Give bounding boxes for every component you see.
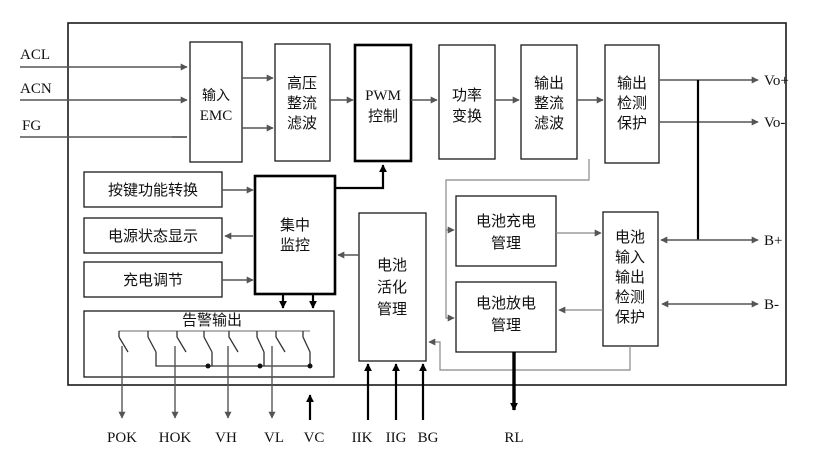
- control-arrows: [222, 164, 387, 309]
- switch-vh: [228, 331, 265, 366]
- hv-rectifier-line1: 高压: [287, 74, 317, 92]
- pwm-line1: PWM: [365, 88, 401, 104]
- output-protect-line1: 输出: [617, 74, 647, 92]
- hok-label: HOK: [159, 430, 192, 446]
- alarm-output-label: 告警输出: [182, 311, 242, 329]
- hv-rectifier-block: [274, 43, 331, 162]
- battery-charge-line1: 电池充电: [476, 212, 536, 230]
- junction-dot-3: [307, 363, 313, 369]
- hv-rectifier-line3: 滤波: [287, 114, 317, 132]
- b-plus-label: B+: [764, 233, 782, 249]
- power-conversion-block: [438, 44, 496, 160]
- battery-discharge-line1: 电池放电: [476, 294, 536, 312]
- input-emc-line1: 输入: [202, 88, 230, 104]
- hv-rectifier-line2: 整流: [287, 94, 317, 112]
- charge-adjust-label: 充电调节: [123, 271, 183, 289]
- acl-label: ACL: [20, 47, 50, 63]
- junction-dot-1: [205, 363, 211, 369]
- output-rectifier-block: [520, 44, 578, 160]
- bottom-alarm-signals: POK HOK VH VL VC: [107, 346, 324, 446]
- pok-label: POK: [107, 430, 137, 446]
- rl-label: RL: [504, 430, 523, 446]
- vc-label: VC: [304, 430, 325, 446]
- central-monitor-block: [253, 174, 337, 296]
- battery-io-protect-line5: 保护: [615, 308, 645, 326]
- switch-pok: [118, 331, 310, 367]
- battery-io-protect-line3: 输出: [615, 268, 645, 286]
- battery-io-protect-line2: 输入: [615, 248, 645, 266]
- battery-discharge-block: [455, 281, 557, 353]
- battery-activate-line2: 活化: [377, 278, 407, 296]
- power-conversion-line2: 变换: [452, 107, 482, 125]
- output-protect-line3: 保护: [617, 114, 647, 132]
- central-monitor-line1: 集中: [280, 216, 310, 234]
- output-protect-block: [604, 44, 660, 164]
- input-emc-block: [189, 41, 243, 163]
- battery-activate-block: [358, 212, 427, 362]
- bg-label: BG: [418, 430, 439, 446]
- battery-discharge-line2: 管理: [491, 316, 521, 334]
- b-minus-label: B-: [764, 297, 779, 313]
- battery-activate-line3: 管理: [377, 300, 407, 318]
- key-switch-block: [83, 171, 223, 208]
- iik-label: IIK: [352, 430, 373, 446]
- central-monitor-line2: 监控: [280, 236, 310, 254]
- battery-io-protect-line1: 电池: [615, 228, 645, 246]
- status-display-label: 电源状态显示: [108, 227, 198, 245]
- output-protect-line2: 检测: [617, 94, 647, 112]
- battery-connections: RL: [428, 159, 631, 446]
- output-rectifier-line2: 整流: [534, 94, 564, 112]
- battery-charge-line2: 管理: [491, 234, 521, 252]
- fg-label: FG: [22, 118, 41, 134]
- battery-io-protect-block: [602, 211, 659, 347]
- battery-io-protect-line4: 检测: [615, 288, 645, 306]
- vl-label: VL: [264, 430, 284, 446]
- key-switch-label: 按键功能转换: [108, 181, 198, 199]
- charge-adjust-block: [83, 261, 223, 298]
- power-conversion-line1: 功率: [452, 86, 482, 104]
- junction-dot-2: [257, 363, 263, 369]
- battery-output-lines: B+ B-: [660, 233, 782, 313]
- pwm-block: [353, 43, 413, 163]
- switch-hok: [176, 331, 213, 366]
- vo-plus-label: Vo+: [764, 73, 789, 89]
- status-display-block: [83, 217, 223, 254]
- vo-minus-label: Vo-: [764, 115, 785, 131]
- acn-label: ACN: [20, 81, 52, 97]
- output-rectifier-line3: 滤波: [534, 114, 564, 132]
- iig-label: IIG: [386, 430, 407, 446]
- output-rectifier-line1: 输出: [534, 74, 564, 92]
- chain-arrows: [242, 74, 604, 132]
- system-frame: [67, 22, 787, 386]
- pwm-line2: 控制: [368, 107, 398, 125]
- battery-activate-line1: 电池: [377, 256, 407, 274]
- input-emc-line2: EMC: [200, 108, 233, 124]
- input-lines: ACL ACN FG: [20, 47, 188, 138]
- battery-charge-block: [455, 195, 557, 267]
- output-lines: Vo+ Vo-: [659, 73, 789, 240]
- bottom-battery-signals: IIK IIG BG: [352, 363, 439, 446]
- vh-label: VH: [215, 430, 237, 446]
